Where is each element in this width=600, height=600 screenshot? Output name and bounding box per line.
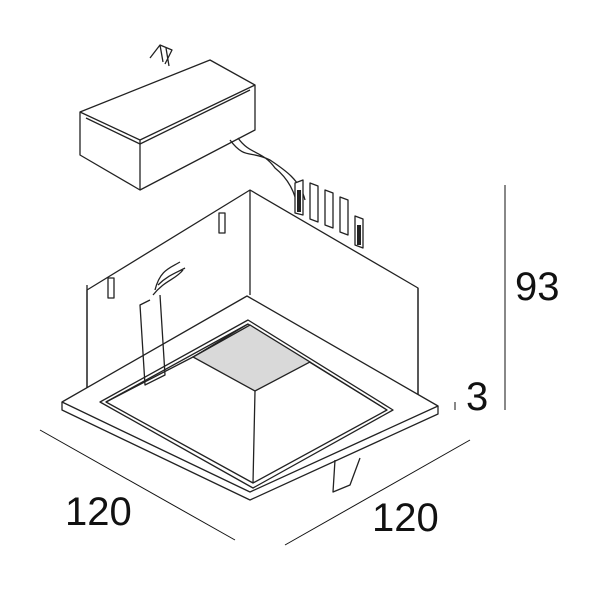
dimension-trim-height: 3: [466, 375, 489, 419]
dimension-line-left: [39, 429, 236, 541]
dimension-height: 93: [515, 265, 560, 309]
trim-frame: [61, 295, 439, 501]
dimension-width-right: 120: [372, 496, 439, 540]
spring-clip: [139, 261, 361, 493]
driver-box: [79, 44, 256, 191]
dimension-width-left: 120: [65, 490, 132, 534]
heatsink: [294, 179, 364, 249]
dimension-line-right: [284, 439, 471, 546]
reflector-bottom: [191, 324, 312, 392]
